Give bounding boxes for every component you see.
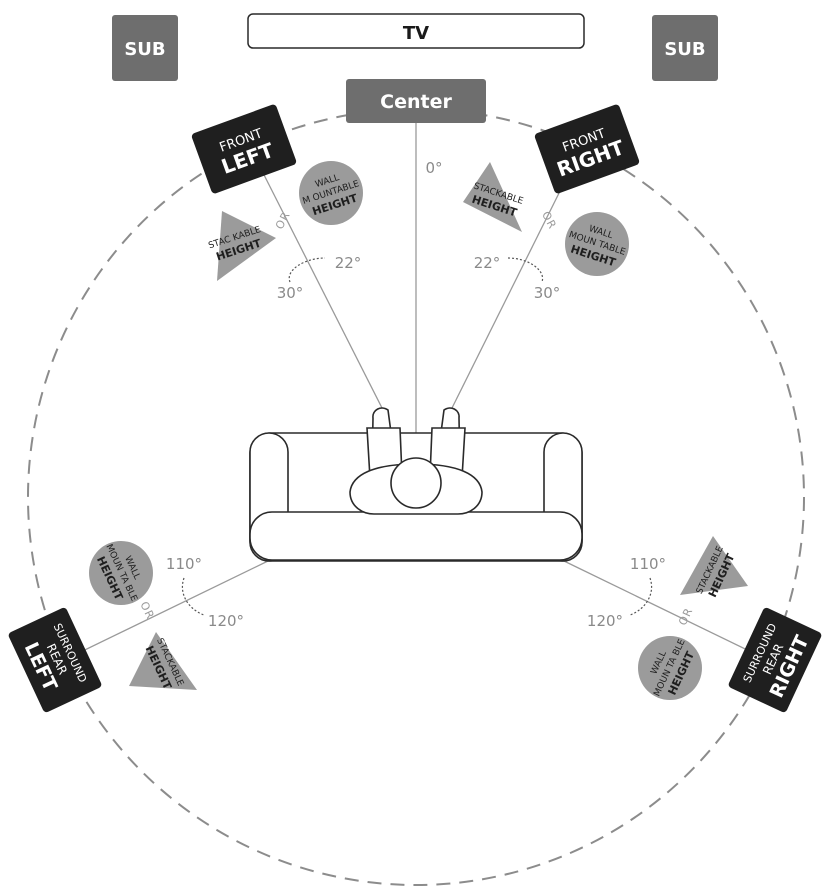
rear-left-wall-circle [89, 541, 153, 605]
rear-right-speaker: SURROUND REAR RIGHT [728, 607, 822, 713]
rear-left-speaker: SURROUND REAR LEFT [8, 607, 102, 713]
front-right-stackable-height: STACKABLE HEIGHT [463, 162, 525, 232]
rear-right-angle-arc [629, 577, 653, 616]
front-left-or: OR [273, 209, 293, 231]
front-left-speaker: FRONT LEFT [191, 104, 297, 194]
front-left-stackable-triangle [217, 211, 276, 281]
sub-left-box [112, 15, 178, 81]
rear-left-or: OR [137, 599, 157, 621]
front-left-speaker-box [191, 104, 297, 194]
sub-right-box [652, 15, 718, 81]
front-left-wall-height: WALL M OUNTABLE HEIGHT [299, 161, 363, 225]
front-left-angle-arc [288, 257, 326, 283]
rear-right-angle-a: 110° [630, 555, 666, 573]
front-left-wall-circle [299, 161, 363, 225]
tv-label: TV [403, 23, 429, 44]
tv-box [247, 13, 585, 49]
front-right-stackable-triangle [463, 162, 522, 232]
rear-left-angle-b: 120° [208, 612, 244, 630]
front-right-angle-arc [507, 257, 544, 283]
front-left-stackable-height: STAC KABLE HEIGHT [207, 211, 276, 281]
rear-left-stackable-triangle [129, 632, 197, 690]
front-right-wall-height: WALL MOUN TABLE HEIGHT [565, 212, 629, 276]
sub-right-label: SUB [664, 39, 705, 60]
couch-cushion [249, 511, 583, 561]
front-right-wall-circle [565, 212, 629, 276]
front-right-angle-a: 22° [474, 254, 501, 272]
rear-left-line [59, 560, 269, 663]
front-left-line [257, 162, 383, 409]
rear-left-wall-height: WALL MOUN TA BLE HEIGHT [89, 541, 153, 605]
front-right-line [451, 162, 575, 409]
listener-head [390, 457, 442, 509]
center-speaker-label: Center [380, 91, 452, 113]
front-left-angle-a: 22° [335, 254, 362, 272]
rear-right-line [563, 560, 773, 663]
front-right-speaker-box [534, 104, 640, 194]
center-speaker-box [346, 79, 486, 123]
rear-left-angle-arc [181, 577, 205, 616]
rear-right-stackable-triangle [680, 536, 748, 595]
rear-right-stackable-height: STACKABLE HEIGHT [680, 536, 748, 599]
front-left-angle-b: 30° [277, 284, 304, 302]
rear-right-or: OR [676, 605, 696, 627]
rear-right-speaker-box [728, 607, 822, 713]
listener [349, 407, 483, 515]
rear-right-wall-height: WALL MOUN TA BLE HEIGHT [638, 636, 702, 700]
front-right-angle-b: 30° [534, 284, 561, 302]
front-right-speaker: FRONT RIGHT [534, 104, 640, 194]
rear-left-angle-a: 110° [166, 555, 202, 573]
rear-right-wall-circle [638, 636, 702, 700]
rear-right-angle-b: 120° [587, 612, 623, 630]
sub-left-label: SUB [124, 39, 165, 60]
rear-left-stackable-height: STACKABLE HEIGHT [129, 632, 197, 692]
rear-left-speaker-box [8, 607, 102, 713]
center-angle: 0° [425, 159, 442, 177]
